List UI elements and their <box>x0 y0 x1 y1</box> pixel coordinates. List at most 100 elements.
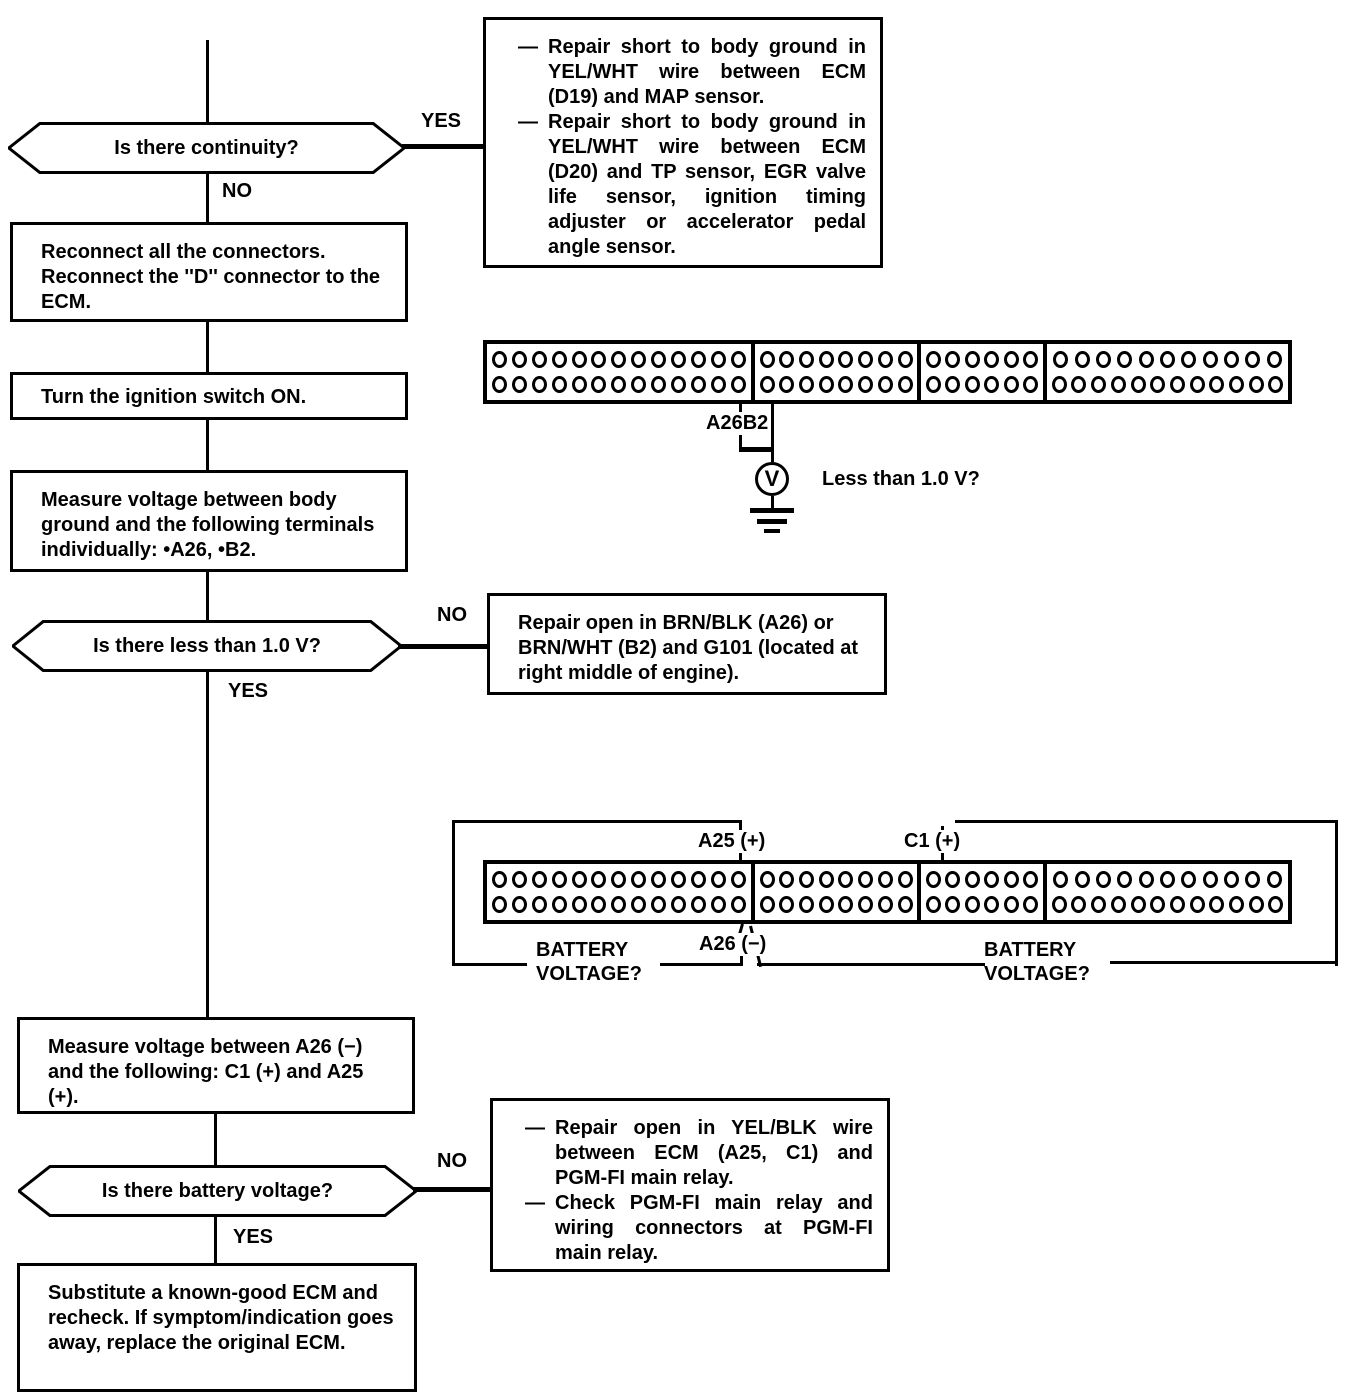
pin-icon <box>1189 375 1205 393</box>
pin-icon <box>1228 375 1244 393</box>
pin-icon <box>551 871 567 889</box>
pin-icon <box>877 895 893 913</box>
box-text: Substitute a known-good ECM and recheck.… <box>48 1282 394 1354</box>
connector-line <box>206 40 209 124</box>
pin-icon <box>710 375 726 393</box>
result-box-repair-open-ground: Repair open in BRN/BLK (A26) or BRN/WHT … <box>487 593 887 695</box>
bracket-line <box>452 820 742 823</box>
connector-block-c <box>921 344 1044 400</box>
pin-icon <box>877 351 893 369</box>
pin-icon <box>818 895 834 913</box>
pin-row <box>487 375 751 393</box>
box-text: Measure voltage between A26 (−) and the … <box>48 1036 364 1108</box>
pin-icon <box>511 351 527 369</box>
pin-icon <box>925 871 941 889</box>
bracket-line <box>1110 961 1338 964</box>
pin-b2-pointer-line <box>771 404 774 447</box>
process-box-measure-ground: Measure voltage between body ground and … <box>10 470 408 572</box>
pin-icon <box>1130 375 1146 393</box>
pin-row <box>755 375 917 393</box>
no-label: NO <box>437 604 467 626</box>
pin-icon <box>1110 895 1126 913</box>
bracket-line <box>1335 820 1338 966</box>
pin-icon <box>858 871 874 889</box>
process-box-ignition-on: Turn the ignition switch ON. <box>10 372 408 420</box>
no-label: NO <box>222 180 252 202</box>
pin-icon <box>799 895 814 913</box>
connector-line <box>206 322 209 372</box>
pin-icon <box>799 375 814 393</box>
decision-is-there-continuity: Is there continuity? <box>8 122 405 174</box>
pin-icon <box>491 351 507 369</box>
connector-block-c <box>921 864 1044 920</box>
bullet-item: — Check PGM-FI main relay and wiring con… <box>525 1191 873 1266</box>
pin-c1-label: C1 (+) <box>901 830 964 853</box>
pin-icon <box>651 351 667 369</box>
pin-icon <box>690 895 706 913</box>
voltmeter-icon: V <box>755 462 789 496</box>
pin-icon <box>511 375 527 393</box>
pin-icon <box>1071 375 1087 393</box>
yes-label: YES <box>233 1226 274 1248</box>
pin-icon <box>730 351 746 369</box>
connector-block-d <box>1047 344 1289 400</box>
pin-icon <box>1202 351 1218 369</box>
process-box-substitute-ecm: Substitute a known-good ECM and recheck.… <box>17 1263 417 1392</box>
pin-icon <box>838 351 854 369</box>
pin-icon <box>945 375 961 393</box>
pin-icon <box>799 871 814 889</box>
result-box-repair-short: — Repair short to body ground in YEL/WHT… <box>483 17 883 268</box>
pin-icon <box>1181 871 1197 889</box>
pin-icon <box>1268 375 1284 393</box>
pin-icon <box>897 351 913 369</box>
pin-icon <box>1245 351 1261 369</box>
pin-icon <box>671 871 687 889</box>
pin-row <box>1047 375 1288 393</box>
pin-icon <box>925 375 941 393</box>
pin-icon <box>984 871 1000 889</box>
pin-icon <box>1138 351 1154 369</box>
pin-icon <box>651 871 667 889</box>
connector-line <box>214 1217 217 1263</box>
pin-icon <box>1053 871 1069 889</box>
pin-icon <box>611 375 627 393</box>
pin-icon <box>1266 351 1282 369</box>
bullet-item: — Repair short to body ground in YEL/WHT… <box>518 110 866 260</box>
pin-icon <box>1138 871 1154 889</box>
pin-icon <box>591 375 607 393</box>
pin-icon <box>1209 895 1225 913</box>
pin-icon <box>551 351 567 369</box>
pin-row <box>1047 871 1288 889</box>
box-text: Measure voltage between body ground and … <box>41 489 375 561</box>
connector-line <box>206 572 209 620</box>
pin-icon <box>1074 871 1090 889</box>
pin-row <box>921 351 1043 369</box>
pin-icon <box>877 871 893 889</box>
box-text: Repair open in BRN/BLK (A26) or BRN/WHT … <box>518 612 859 684</box>
pin-icon <box>1268 895 1284 913</box>
pin-icon <box>611 895 627 913</box>
bullet-text: Repair short to body ground in YEL/WHT w… <box>548 36 866 108</box>
decision-text: Is there less than 1.0 V? <box>93 634 321 657</box>
connector-line <box>206 672 209 1017</box>
pin-icon <box>1224 351 1240 369</box>
no-label: NO <box>437 1150 467 1172</box>
pin-icon <box>1150 895 1166 913</box>
result-box-repair-open-relay: — Repair open in YEL/BLK wire between EC… <box>490 1098 890 1272</box>
dash-marker: — <box>518 111 538 133</box>
pin-icon <box>984 895 1000 913</box>
pin-icon <box>799 351 814 369</box>
pin-icon <box>491 895 507 913</box>
pin-icon <box>779 895 795 913</box>
pin-icon <box>1160 351 1176 369</box>
pin-icon <box>1051 895 1067 913</box>
process-box-reconnect: Reconnect all the connectors. Reconnect … <box>10 222 408 322</box>
bracket-line <box>452 820 455 966</box>
pin-row <box>487 351 751 369</box>
pin-icon <box>945 895 961 913</box>
pin-row <box>921 895 1043 913</box>
connector-line <box>206 420 209 470</box>
pin-icon <box>759 375 775 393</box>
pin-icon <box>571 375 587 393</box>
